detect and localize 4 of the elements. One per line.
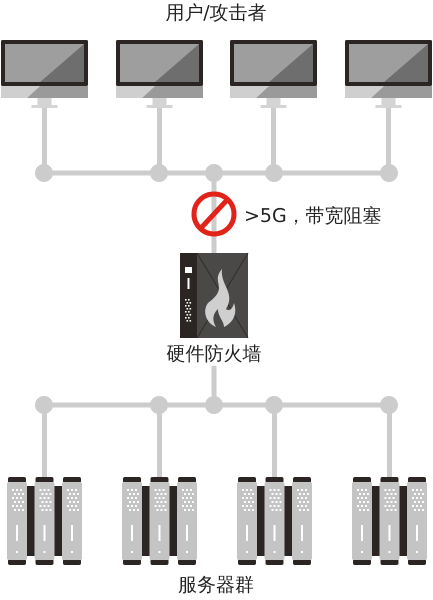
group-heading: 服务器群 [178, 573, 254, 598]
annotation-text: >5G，带宽阻塞 [244, 204, 382, 229]
device-label: 硬件防火墙 [166, 342, 262, 367]
group-heading: 用户/攻击者 [165, 1, 267, 26]
